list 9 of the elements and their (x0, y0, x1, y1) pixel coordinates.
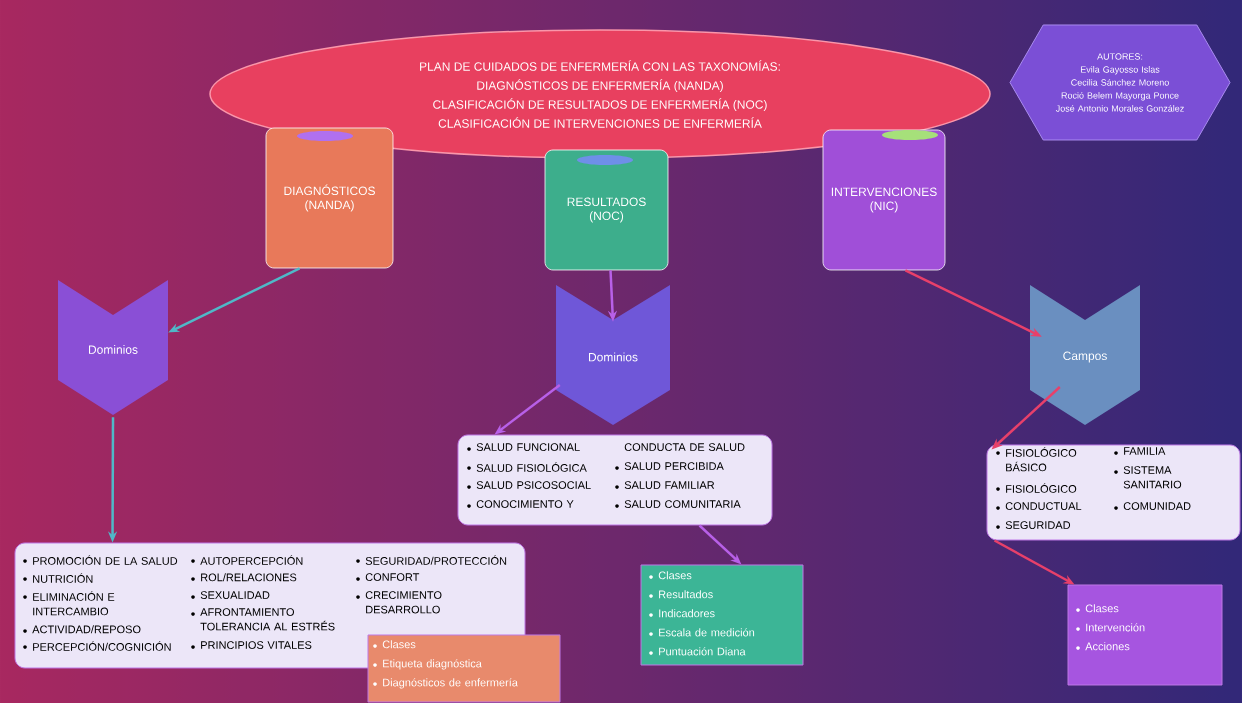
category-box: INTERVENCIONES (NIC) (822, 129, 946, 271)
list-box: FISIOLÓGICO BÁSICO FISIOLÓGICO CONDUCTUAL SEGURIDAD FAMILIA SISTEMA SANITARIO COMUNIDAD (986, 444, 1241, 541)
bullet-list-box: Clases Intervención Acciones (1067, 584, 1223, 686)
category-box: RESULTADOS (NOC) (544, 149, 669, 271)
authors-hexagon: AUTORES: Evila Gayosso Islas Cecilia Sánchez Moreno Roció Belem Mayorga Ponce José Antonio Morales González (1009, 24, 1231, 141)
bullet-list-box: Clases Resultados Indicadores Escala de medición Puntuación Diana (640, 564, 804, 666)
category-box: DIAGNÓSTICOS (NANDA) (265, 127, 394, 269)
list-box: SALUD FUNCIONAL SALUD FISIOLÓGICA SALUD PSICOSOCIAL CONOCIMIENTO Y CONDUCTA DE SALUD SALUD PERCIBIDA SALUD FAMILIAR SALUD COMUNITARIA (457, 434, 773, 526)
bullet-list-box: Clases Etiqueta diagnóstica Diagnósticos de enfermería (367, 634, 561, 703)
